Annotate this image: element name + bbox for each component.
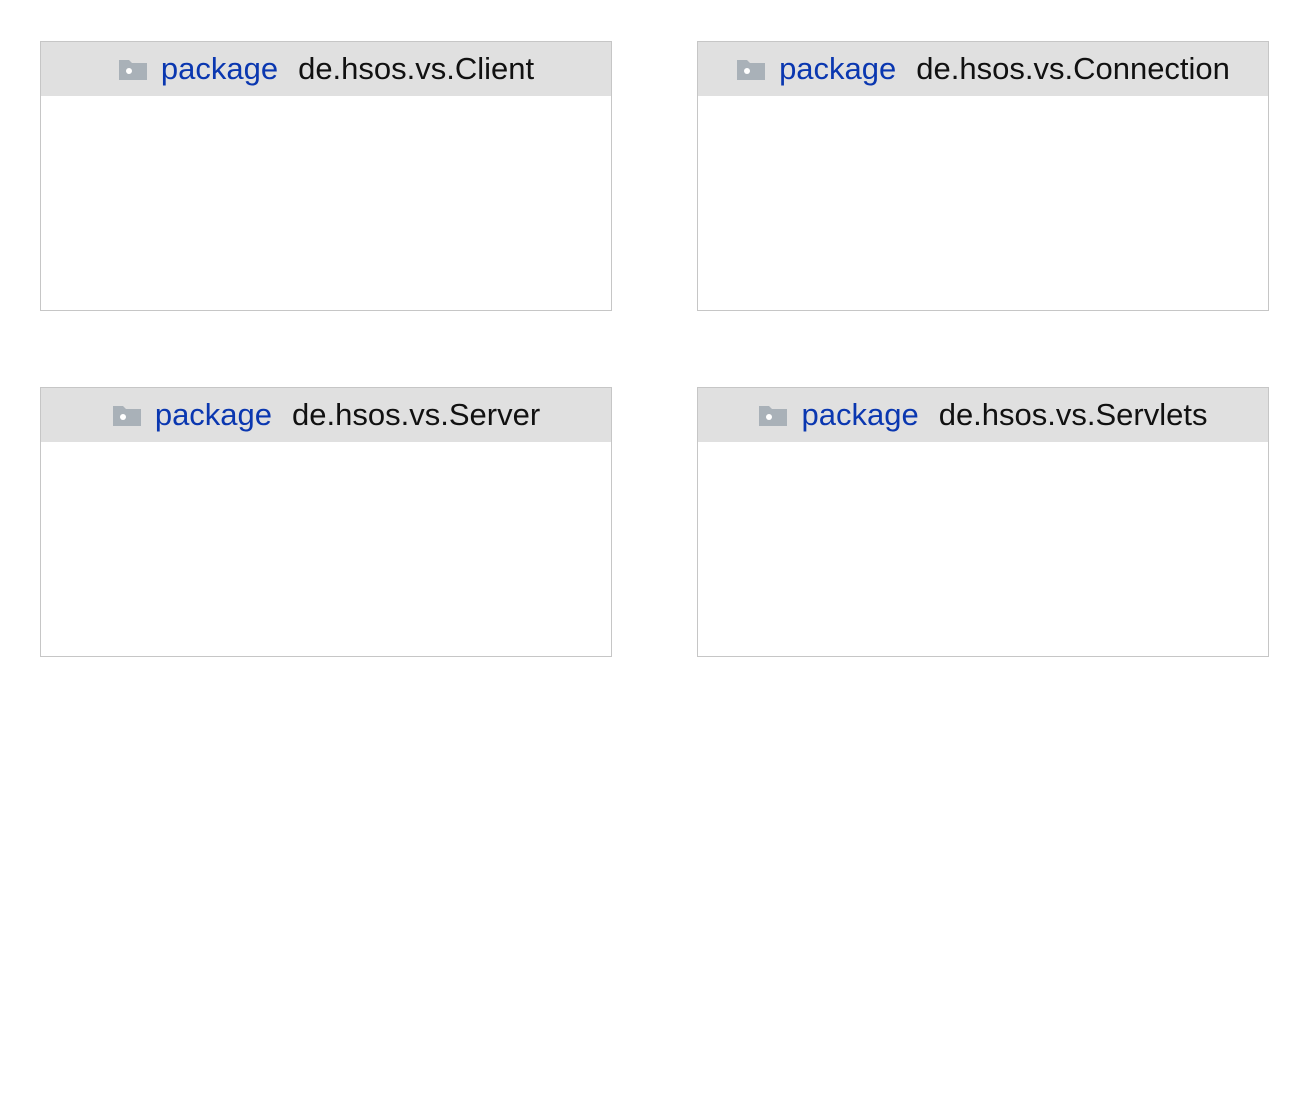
folder-icon	[737, 60, 766, 80]
package-body	[41, 442, 611, 656]
package-name: de.hsos.vs.Client	[298, 51, 535, 86]
package-header: package de.hsos.vs.Server	[41, 388, 611, 442]
package-body	[41, 96, 611, 310]
package-header: package de.hsos.vs.Servlets	[698, 388, 1268, 442]
folder-icon	[112, 406, 141, 426]
package-body	[698, 96, 1268, 310]
package-box-servlets[interactable]: package de.hsos.vs.Servlets	[697, 387, 1269, 657]
package-body	[698, 442, 1268, 656]
package-header: package de.hsos.vs.Client	[41, 42, 611, 96]
package-box-connection[interactable]: package de.hsos.vs.Connection	[697, 41, 1269, 311]
package-keyword: package	[160, 51, 279, 86]
package-box-server[interactable]: package de.hsos.vs.Server	[40, 387, 612, 657]
package-keyword: package	[779, 51, 897, 86]
package-name: de.hsos.vs.Connection	[916, 51, 1230, 86]
folder-icon	[759, 406, 788, 426]
package-keyword: package	[801, 397, 919, 432]
package-box-client[interactable]: package de.hsos.vs.Client	[40, 41, 612, 311]
package-name: de.hsos.vs.Server	[292, 397, 541, 432]
package-keyword: package	[154, 397, 273, 432]
package-name: de.hsos.vs.Servlets	[938, 397, 1208, 432]
folder-icon	[118, 60, 147, 80]
package-header: package de.hsos.vs.Connection	[698, 42, 1268, 96]
